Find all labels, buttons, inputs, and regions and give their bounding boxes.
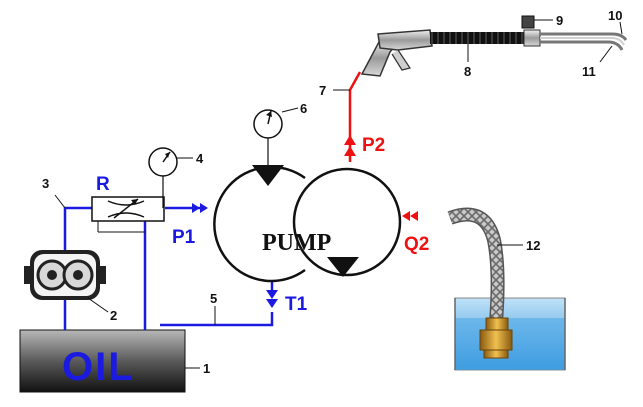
- callout-9: 9: [556, 13, 563, 28]
- callout-7: 7: [319, 83, 326, 98]
- pressure-gauge-icon: [253, 109, 283, 165]
- q2-label: Q2: [404, 234, 429, 255]
- lance-spring: [430, 32, 525, 44]
- callout-2: 2: [110, 308, 117, 323]
- q2-inlet-arrows: [402, 211, 418, 221]
- t1-label: T1: [285, 294, 308, 315]
- callout-6: 6: [300, 101, 307, 116]
- callout-4: 4: [196, 151, 204, 166]
- relief-valve: [91, 196, 165, 233]
- lance-tube: [540, 32, 628, 51]
- oil-tank: OIL: [19, 329, 186, 393]
- suction-hose-braid: [448, 209, 504, 323]
- main-pump: PUMP: [213, 165, 402, 283]
- p2-label: P2: [362, 135, 385, 156]
- callout-12: 12: [526, 238, 540, 253]
- pump-label: PUMP: [262, 230, 331, 256]
- suction-filter-icon: [479, 317, 513, 359]
- callout-3: 3: [42, 176, 49, 191]
- relief-valve-label: R: [96, 174, 110, 195]
- leader-6: [281, 107, 299, 113]
- spray-gun-icon: [360, 29, 433, 77]
- oil-label: OIL: [62, 345, 135, 389]
- leader-10: [619, 21, 623, 35]
- p2-outlet-arrows: [344, 135, 356, 156]
- p1-label: P1: [172, 227, 196, 248]
- p1-inlet-arrows: [192, 203, 208, 213]
- callout-1: 1: [203, 361, 210, 376]
- leader-11: [599, 45, 613, 63]
- callout-5: 5: [210, 291, 217, 306]
- gear-pump-icon: [24, 250, 106, 300]
- leader-3: [54, 194, 66, 209]
- pressure-gauge-icon: [148, 147, 178, 208]
- leader-2: [87, 297, 109, 313]
- t1-return-arrows: [266, 290, 278, 308]
- callout-10: 10: [608, 8, 622, 23]
- nozzle-fitting: [521, 15, 541, 47]
- callout-8: 8: [464, 64, 471, 79]
- callout-11: 11: [582, 64, 596, 79]
